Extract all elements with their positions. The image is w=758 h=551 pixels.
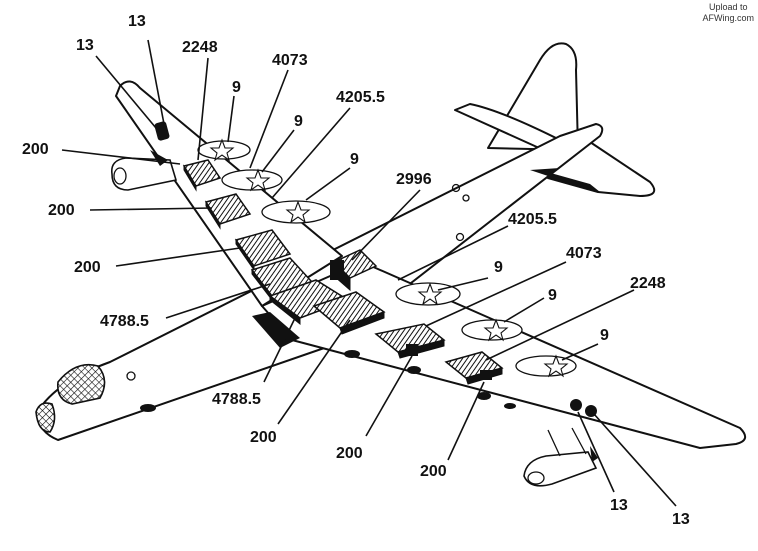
underside-bump [344, 350, 360, 358]
wingtip-tank-left [154, 121, 170, 141]
fuselage-shading [530, 168, 560, 176]
callout-13-bottom-a: 13 [610, 497, 628, 514]
wingtip-tank-right [570, 399, 582, 411]
engine-strut [547, 427, 587, 457]
callout-4073-left: 4073 [272, 52, 308, 69]
underside-bump [477, 392, 491, 400]
callout-9-right-2: 9 [548, 287, 557, 304]
watermark-line-1: Upload to [708, 2, 748, 12]
watermark: Upload to AFWing.com [702, 2, 754, 24]
wing-root-shadow [252, 312, 300, 348]
tank-left-2248 [182, 159, 222, 192]
stabilizer-shadow [540, 170, 600, 192]
underside-bump [504, 403, 516, 409]
tank-center-fuselage-2996 [330, 249, 378, 292]
callout-200-left-2: 200 [48, 202, 75, 219]
fuselage-window [455, 232, 465, 242]
engine-intake [527, 471, 545, 485]
engine-intake [113, 167, 127, 185]
cockpit-canopy [56, 363, 106, 405]
callout-9-left-2: 9 [294, 113, 303, 130]
callout-13-top-a: 13 [128, 13, 146, 30]
engine-pod-left [110, 157, 178, 191]
tank-right-root [312, 291, 386, 335]
callout-9-left-1: 9 [232, 79, 241, 96]
left-wing [115, 80, 343, 307]
tank-left-4205 [234, 229, 292, 272]
callout-4205-left: 4205.5 [336, 89, 385, 106]
callout-200-bottom-2: 200 [336, 445, 363, 462]
right-wing [261, 261, 747, 449]
callout-200-bottom-1: 200 [250, 429, 277, 446]
callout-13-bottom-b: 13 [672, 511, 690, 528]
callout-4788-bottom: 4788.5 [212, 391, 261, 408]
callout-13-top-b: 13 [76, 37, 94, 54]
callout-9-left-3: 9 [350, 151, 359, 168]
underside-bump [407, 366, 421, 374]
engine-pylon [590, 446, 598, 462]
callout-2248-left: 2248 [182, 39, 218, 56]
callout-4073-right: 4073 [566, 245, 602, 262]
underside-bump [140, 404, 156, 412]
nose-glazing [35, 402, 56, 433]
callout-4205-right: 4205.5 [508, 211, 557, 228]
tank-right-4205 [374, 323, 446, 359]
fuselage-window [126, 371, 136, 381]
callout-200-left-1: 200 [22, 141, 49, 158]
fuselage-window [462, 194, 470, 202]
callout-9-right-3: 9 [600, 327, 609, 344]
disc-left-2 [221, 168, 283, 192]
callout-200-bottom-3: 200 [420, 463, 447, 480]
callout-2996: 2996 [396, 171, 432, 188]
watermark-line-2: AFWing.com [702, 13, 754, 23]
disc-right-3 [515, 354, 577, 378]
disc-right-2 [461, 318, 523, 342]
callout-4788-left: 4788.5 [100, 313, 149, 330]
callout-9-right-1: 9 [494, 259, 503, 276]
leader-lines [61, 39, 677, 507]
disc-left-1 [197, 138, 251, 162]
fuselage-window [451, 183, 461, 193]
disc-left-3 [261, 200, 331, 224]
callout-200-left-3: 200 [74, 259, 101, 276]
callout-2248-right: 2248 [630, 275, 666, 292]
engine-pod-right [523, 451, 598, 487]
